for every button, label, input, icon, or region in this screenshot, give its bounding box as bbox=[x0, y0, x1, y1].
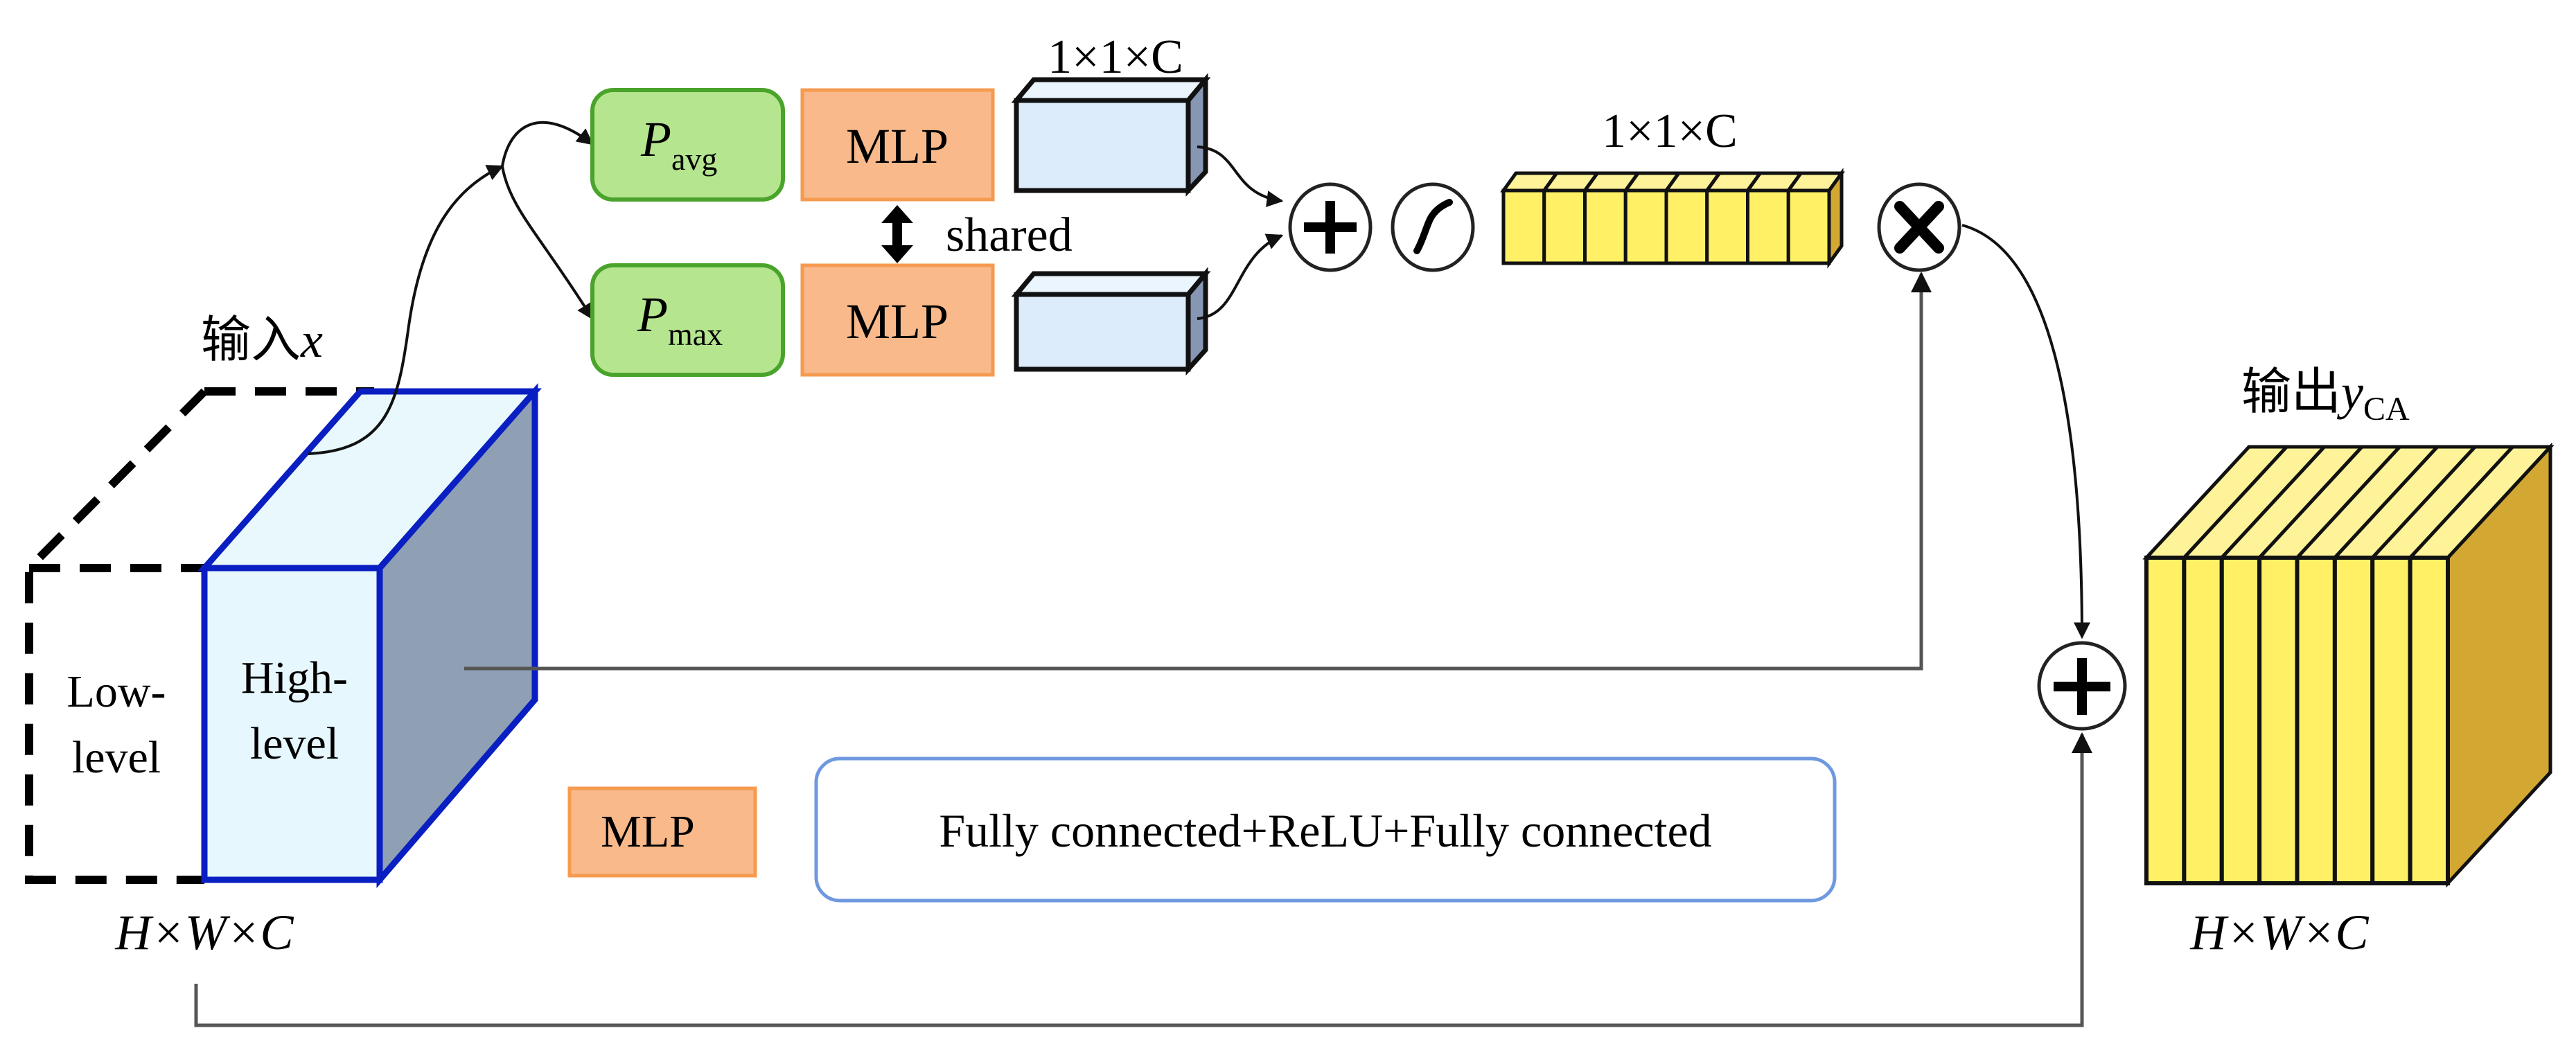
shared-label: shared bbox=[946, 209, 1073, 262]
svg-text:MLP: MLP bbox=[846, 294, 949, 349]
legend-mlp-key: MLP bbox=[567, 786, 757, 878]
split-to-avg-connector bbox=[501, 121, 594, 167]
low-level-label-line2: level bbox=[72, 732, 161, 783]
input-dims: H×W×C bbox=[114, 905, 294, 960]
multiply-operator-icon bbox=[1877, 182, 1961, 272]
input-label: 输入x bbox=[201, 312, 323, 368]
output-channel bbox=[2257, 556, 2300, 885]
input-to-pooling-connector bbox=[308, 165, 504, 455]
output-channel bbox=[2370, 556, 2412, 885]
sigmoid-operator-icon bbox=[1391, 182, 1475, 272]
low-level-label-line1: Low- bbox=[67, 666, 166, 717]
attention-channel bbox=[1583, 188, 1627, 265]
attention-channel bbox=[1705, 188, 1749, 265]
attention-channel bbox=[1664, 188, 1709, 265]
svg-text:MLP: MLP bbox=[601, 806, 695, 857]
attention-channel bbox=[1501, 188, 1546, 265]
max-pool-box: Pmax bbox=[590, 263, 785, 377]
svg-text:Fully connected+ReLU+Fully con: Fully connected+ReLU+Fully connected bbox=[939, 804, 1711, 857]
pooled-vector-dims: 1×1×C bbox=[1048, 30, 1183, 84]
output-channel bbox=[2295, 556, 2337, 885]
avg-pool-symbol: P bbox=[640, 112, 671, 167]
low-level-outline bbox=[25, 387, 374, 884]
output-channel bbox=[2182, 556, 2224, 885]
high-level-front-face bbox=[201, 565, 383, 883]
output-tensor bbox=[2142, 442, 2555, 888]
split-to-max-connector bbox=[501, 166, 594, 321]
input-tensor: Low- level High- level bbox=[25, 383, 542, 889]
attention-channel bbox=[1623, 188, 1668, 265]
multiply-to-residual-connector bbox=[1961, 224, 2090, 639]
output-channel bbox=[2332, 556, 2375, 885]
output-dims: H×W×C bbox=[2189, 905, 2369, 960]
sum-operator-icon bbox=[1288, 182, 1373, 272]
legend-mlp-description-box: Fully connected+ReLU+Fully connected bbox=[814, 757, 1837, 903]
attention-channel bbox=[1746, 188, 1790, 265]
shared-double-arrow-icon bbox=[881, 205, 913, 263]
output-channel bbox=[2219, 556, 2262, 885]
output-channel bbox=[2408, 556, 2450, 885]
legend: MLP Fully connected+ReLU+Fully connected bbox=[567, 757, 1837, 903]
input-to-multiply-connector bbox=[464, 272, 1932, 671]
output-label: 输出yCA bbox=[2241, 364, 2410, 427]
avg-pool-subscript: avg bbox=[671, 141, 717, 177]
attention-channel bbox=[1542, 188, 1587, 265]
output-channel bbox=[2144, 556, 2187, 885]
mlp-box-top: MLP bbox=[800, 88, 995, 202]
attention-vector-dims: 1×1×C bbox=[1602, 105, 1738, 158]
max-pool-subscript: max bbox=[668, 317, 723, 352]
residual-sum-operator-icon bbox=[2037, 641, 2127, 731]
svg-text:MLP: MLP bbox=[846, 118, 949, 174]
svg-text:Pavg: Pavg bbox=[640, 112, 717, 177]
max-vector-to-sum-connector bbox=[1197, 233, 1284, 320]
attention-channel bbox=[1786, 188, 1831, 265]
high-level-label-line2: level bbox=[250, 718, 339, 769]
svg-text:Pmax: Pmax bbox=[637, 287, 723, 352]
skip-connection-connector bbox=[194, 732, 2092, 1027]
avg-pool-box: Pavg bbox=[590, 88, 785, 202]
pooled-vector-top bbox=[1011, 73, 1211, 197]
max-pool-symbol: P bbox=[637, 287, 668, 342]
mlp-box-bottom: MLP bbox=[800, 263, 995, 377]
high-level-label-line1: High- bbox=[241, 653, 348, 703]
attention-vector bbox=[1500, 168, 1845, 269]
avg-vector-to-sum-connector bbox=[1197, 145, 1284, 208]
pooled-vector-bottom bbox=[1011, 267, 1211, 376]
